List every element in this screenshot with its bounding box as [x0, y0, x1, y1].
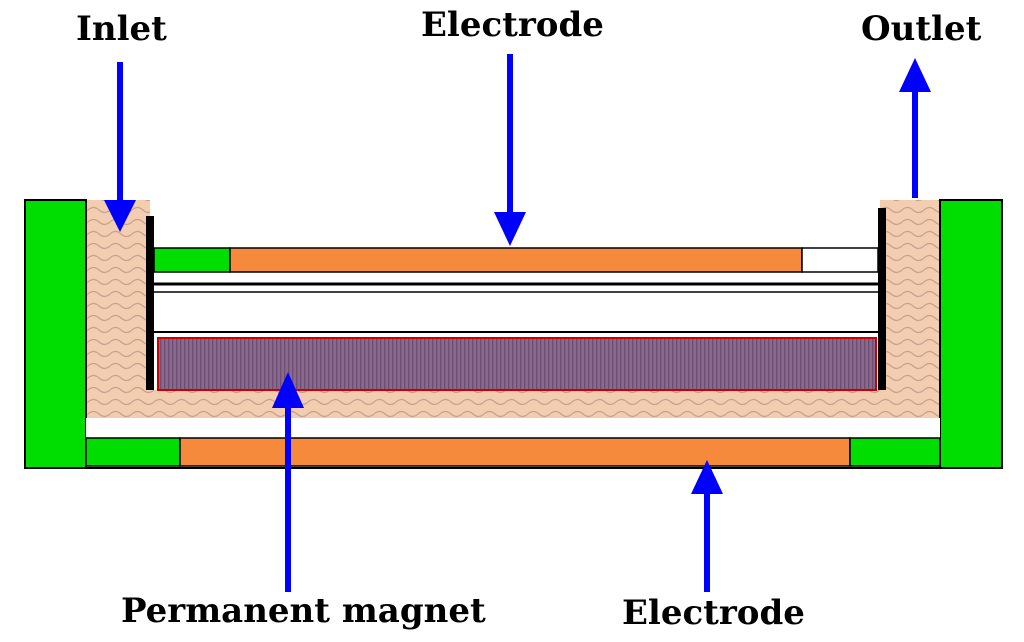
- left-inner-plate: [146, 216, 154, 390]
- inlet-label: Inlet: [76, 9, 167, 49]
- left-housing-wall: [24, 199, 87, 469]
- flow-channel: [154, 284, 878, 332]
- bottom-electrode-holder-left: [85, 437, 181, 467]
- electrode-bottom-label: Electrode: [622, 593, 805, 633]
- electrode-bottom-arrow: [691, 460, 723, 592]
- electrode-top-arrow: [494, 54, 526, 246]
- electrolyte-under-magnet: [150, 390, 880, 418]
- permanent-magnet: [157, 337, 877, 391]
- top-electrode-gap: [801, 247, 879, 273]
- right-housing-wall: [939, 199, 1003, 469]
- bottom-electrode: [179, 437, 851, 467]
- top-electrode: [229, 247, 803, 273]
- outlet-arrow: [899, 58, 931, 198]
- outlet-label: Outlet: [861, 9, 982, 49]
- permanent-magnet-label: Permanent magnet: [121, 591, 486, 631]
- electrode-top-label: Electrode: [421, 5, 604, 45]
- bottom-electrode-holder-right: [849, 437, 941, 467]
- right-inner-plate: [878, 208, 886, 390]
- bottom-gap: [86, 418, 940, 438]
- top-electrode-holder: [153, 247, 231, 273]
- inlet-arrow: [104, 62, 136, 232]
- magnet-arrow: [272, 372, 304, 592]
